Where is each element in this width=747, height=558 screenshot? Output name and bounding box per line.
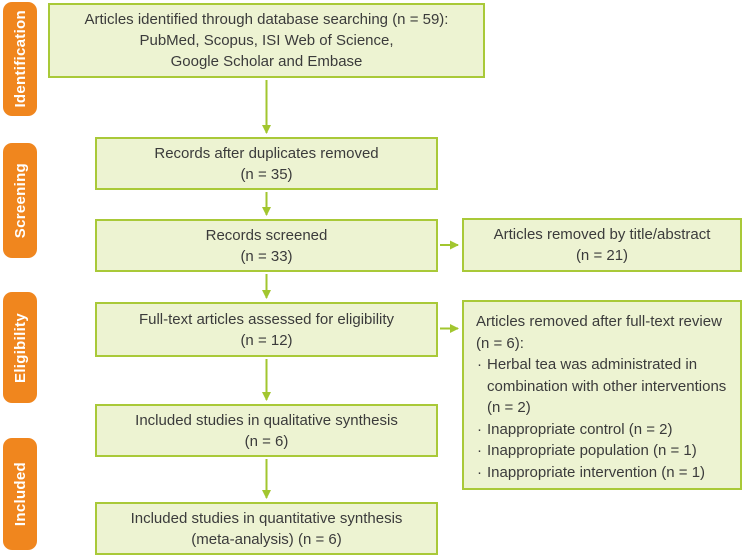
box-fulltext-assessed-count: (n = 12) — [240, 331, 293, 349]
stage-screening: Screening — [3, 143, 37, 258]
box-duplicates-removed: Records after duplicates removed (n = 35… — [95, 137, 438, 190]
box-removed-title-abstract-line1: Articles removed by title/abstract — [493, 226, 711, 243]
stage-screening-label: Screening — [11, 162, 29, 239]
stage-identification: Identification — [3, 2, 37, 116]
exclusion-reason: Inappropriate population (n = 1) — [476, 440, 732, 462]
stage-eligibility: Eligibility — [3, 292, 37, 403]
box-records-screened-line1: Records screened — [205, 226, 328, 244]
exclusion-reason: Inappropriate intervention (n = 1) — [476, 462, 732, 484]
box-quantitative-synthesis: Included studies in quantitative synthes… — [95, 502, 438, 555]
box-removed-fulltext-review-title: Articles removed after full-text review … — [476, 313, 722, 352]
box-records-screened-count: (n = 33) — [240, 247, 293, 265]
stage-included: Included — [3, 438, 37, 550]
stage-eligibility-label: Eligibility — [11, 312, 29, 383]
box-articles-identified: Articles identified through database sea… — [48, 3, 485, 78]
stage-identification-label: Identification — [11, 10, 29, 108]
exclusion-reason: Inappropriate control (n = 2) — [476, 419, 732, 441]
box-duplicates-removed-count: (n = 35) — [240, 165, 293, 183]
exclusion-reason-list: Herbal tea was administrated in combinat… — [476, 354, 732, 483]
box-qualitative-synthesis-count: (n = 6) — [244, 432, 289, 450]
exclusion-reason: Herbal tea was administrated in combinat… — [476, 354, 732, 419]
box-records-screened: Records screened (n = 33) — [95, 219, 438, 272]
box-fulltext-assessed: Full-text articles assessed for eligibil… — [95, 302, 438, 357]
box-qualitative-synthesis-line1: Included studies in qualitative synthesi… — [135, 411, 398, 429]
box-articles-identified-line1: Articles identified through database sea… — [84, 11, 449, 28]
box-duplicates-removed-line1: Records after duplicates removed — [154, 144, 379, 162]
box-fulltext-assessed-line1: Full-text articles assessed for eligibil… — [138, 310, 395, 328]
box-articles-identified-line2: PubMed, Scopus, ISI Web of Science, — [139, 32, 394, 49]
stage-included-label: Included — [11, 461, 29, 527]
box-removed-fulltext-review: Articles removed after full-text review … — [462, 300, 742, 490]
box-quantitative-synthesis-line1: Included studies in quantitative synthes… — [130, 509, 403, 527]
box-qualitative-synthesis: Included studies in qualitative synthesi… — [95, 404, 438, 457]
box-quantitative-synthesis-count: (meta-analysis) (n = 6) — [191, 530, 342, 548]
box-removed-title-abstract: Articles removed by title/abstract (n = … — [462, 218, 742, 272]
box-removed-title-abstract-count: (n = 21) — [575, 247, 629, 264]
box-articles-identified-line3: Google Scholar and Embase — [170, 53, 363, 70]
